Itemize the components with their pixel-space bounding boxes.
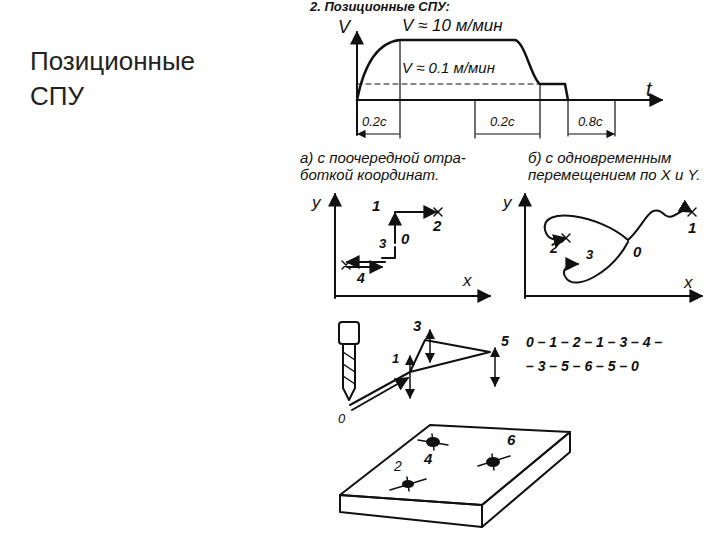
axis-label: x <box>684 274 693 293</box>
plate-side <box>482 432 570 527</box>
path-line <box>347 266 382 268</box>
plate-top <box>340 425 570 505</box>
caption-text: б) с одновременным перемещением по X и Y… <box>528 150 713 183</box>
drill-bit <box>343 344 355 400</box>
drill-chuck <box>339 322 359 344</box>
path-line <box>347 261 385 263</box>
workpiece-plate <box>340 425 570 527</box>
drill-flute <box>343 352 355 384</box>
path-curve <box>564 242 628 283</box>
point-number: 1 <box>688 220 696 237</box>
dimension-line <box>400 40 615 138</box>
point-number: 2 <box>550 241 558 256</box>
speed-label: V ≈ 0.1 м/мин <box>402 60 495 77</box>
time-label: 0.8с <box>578 115 603 129</box>
point-number: 1 <box>372 198 380 215</box>
axis-label: t <box>646 78 652 100</box>
axis <box>524 194 526 298</box>
axis-label: y <box>503 194 512 213</box>
tool-path <box>352 378 408 410</box>
feed-arrow <box>409 356 411 398</box>
point-number: 1 <box>392 352 399 366</box>
hole-cross <box>390 434 510 491</box>
point-number: 4 <box>357 271 365 286</box>
axis-label: V <box>338 18 350 38</box>
point-number: 5 <box>501 334 509 349</box>
sequence-text: – 3 – 5 – 6 – 5 – 0 <box>526 359 639 374</box>
path-line <box>394 213 396 243</box>
time-label: 0.2с <box>490 115 515 129</box>
point-number: 3 <box>379 237 386 251</box>
hole-number: 4 <box>424 451 432 468</box>
caption-text: а) с поочередной отра- боткой координат. <box>300 150 500 183</box>
point-number: 0 <box>401 231 409 248</box>
path-line <box>395 211 436 213</box>
feed-arrow <box>494 348 496 386</box>
graph-simultaneous <box>525 194 702 298</box>
axis <box>357 99 662 101</box>
point-number: 3 <box>586 248 593 262</box>
path-curve <box>628 210 692 240</box>
drill-illustration <box>339 322 495 410</box>
slide-title: Позиционные СПУ <box>30 44 240 114</box>
point-number: 0 <box>633 244 641 261</box>
hole-number: 6 <box>507 432 515 449</box>
dashed-line <box>357 83 540 84</box>
axis <box>334 194 336 298</box>
speed-label: V ≈ 10 м/мин <box>402 17 503 36</box>
axis-label: x <box>463 272 472 291</box>
plate-front <box>340 495 482 527</box>
axis <box>525 295 702 297</box>
point-cross <box>342 208 442 269</box>
axis-label: y <box>312 194 321 213</box>
dimension-line <box>358 133 614 134</box>
velocity-chart <box>357 32 662 138</box>
time-label: 0.2с <box>362 115 387 129</box>
path-curve <box>545 216 628 240</box>
velocity-curve <box>357 40 568 100</box>
point-cross <box>562 208 696 242</box>
axis <box>335 295 490 297</box>
feed-arrow <box>429 330 431 362</box>
point-number: 0 <box>338 412 345 426</box>
graph-sequential <box>335 194 490 298</box>
point-number: 3 <box>413 318 421 335</box>
chart-heading: 2. Позиционные СПУ: <box>310 0 450 14</box>
hole-number: 2 <box>394 459 402 474</box>
tool-path <box>350 340 490 405</box>
sequence-text: 0 – 1 – 2 – 1 – 3 – 4 – <box>526 335 662 350</box>
point-number: 2 <box>433 218 441 235</box>
